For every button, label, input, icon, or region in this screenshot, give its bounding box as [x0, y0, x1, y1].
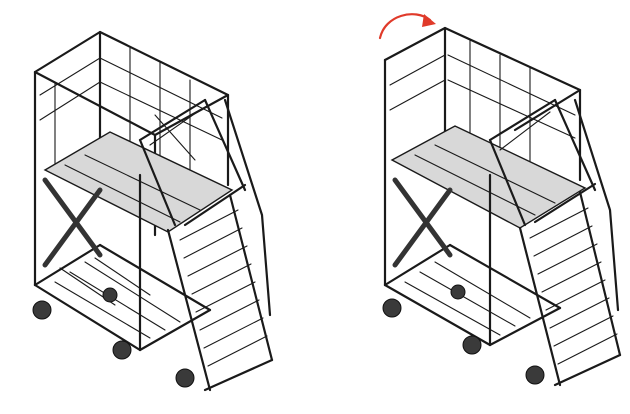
top-guardrail-right — [383, 26, 587, 287]
platform-ladder-left — [32, 30, 274, 392]
stair-flight-left — [166, 98, 274, 392]
platform-ladder-right — [378, 13, 622, 387]
caster-wheel-icon — [32, 287, 195, 388]
base-frame-right — [383, 173, 562, 347]
top-guardrail-left — [33, 30, 234, 287]
stair-flight-right — [518, 98, 622, 387]
caster-wheel-icon — [382, 284, 545, 385]
rotation-arrow-icon — [378, 13, 436, 40]
base-frame-left — [33, 173, 212, 352]
